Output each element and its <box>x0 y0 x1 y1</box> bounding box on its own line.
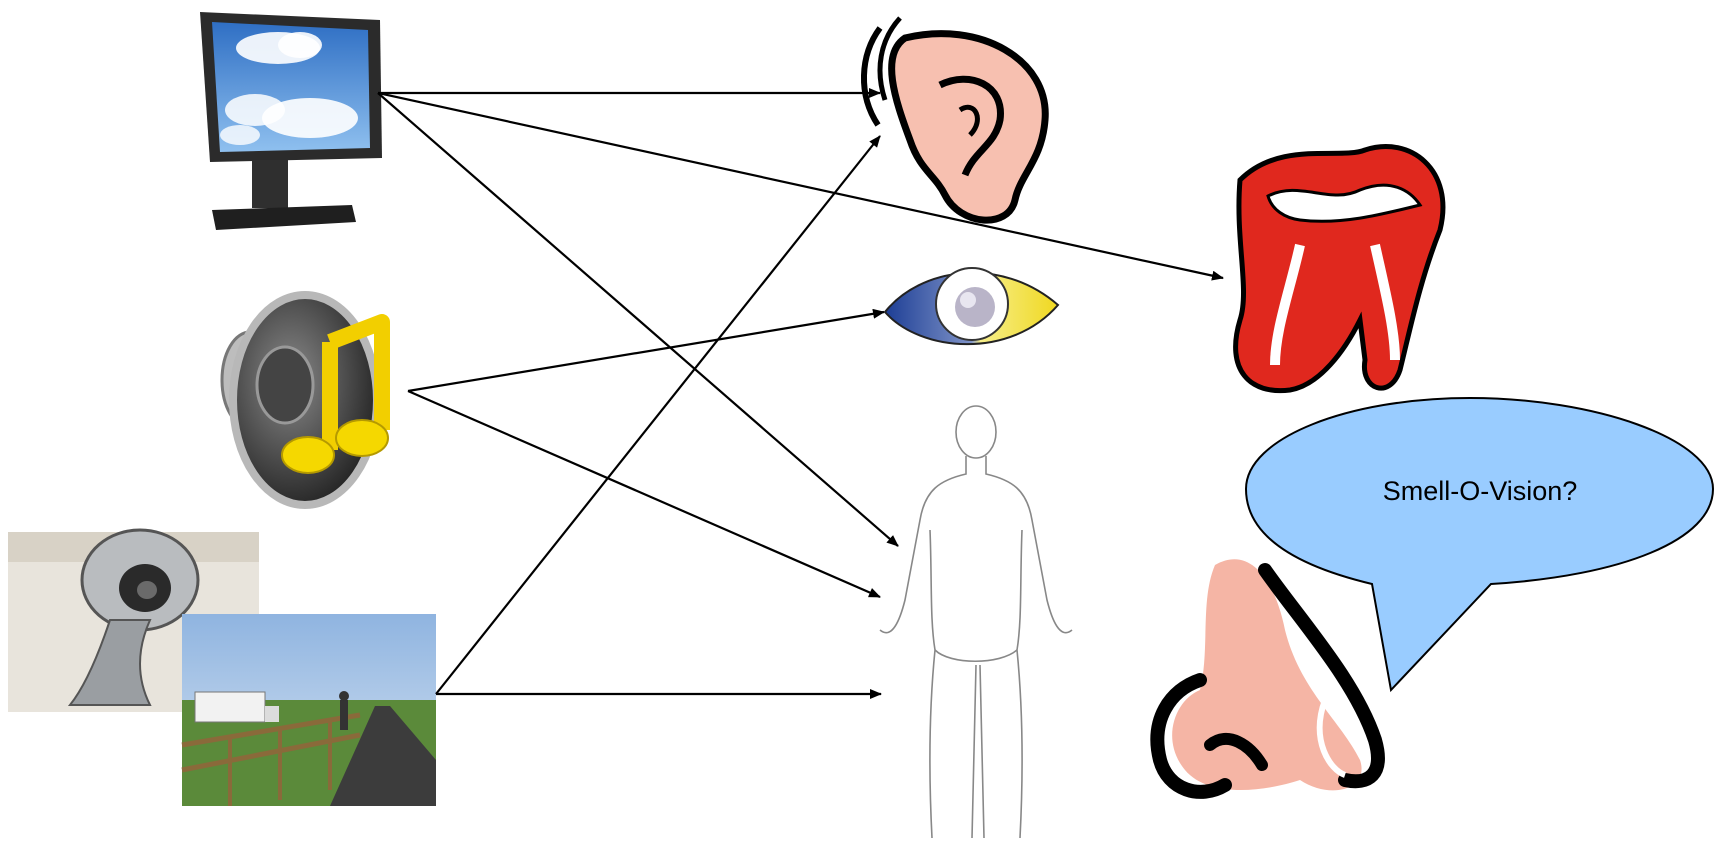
speech-bubble-text: Smell-O-Vision? <box>1383 476 1578 506</box>
landscape-photo-icon <box>182 614 436 806</box>
speaker-music-icon <box>222 295 388 505</box>
monitor-icon <box>200 12 382 230</box>
human-body-icon <box>880 406 1072 838</box>
arrow-monitor-to-body <box>378 93 898 546</box>
arrow-camera-to-ear <box>436 136 880 694</box>
connection-arrows <box>378 93 1223 694</box>
arrow-speaker-to-body <box>408 391 880 597</box>
ear-icon <box>864 18 1045 220</box>
arrow-monitor-to-tongue <box>378 93 1223 278</box>
tongue-icon <box>1236 147 1443 391</box>
arrow-speaker-to-eye <box>408 312 884 391</box>
eye-icon <box>885 268 1058 344</box>
nose-icon <box>1157 559 1378 792</box>
